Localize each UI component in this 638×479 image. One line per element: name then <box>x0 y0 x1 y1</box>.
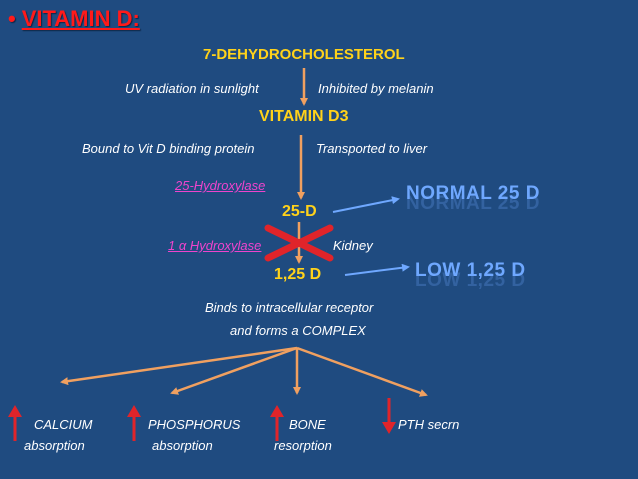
effect-calcium-label: CALCIUM <box>34 417 93 432</box>
node-vitamin-d3: VITAMIN D3 <box>259 108 349 125</box>
arrow-to-phosphorus <box>170 346 298 395</box>
label-bound-binding-protein: Bound to Vit D binding protein <box>82 141 255 156</box>
arrow-to-normal <box>332 196 400 213</box>
effect-calcium-sub: absorption <box>24 438 85 453</box>
blocked-cross-icon <box>264 224 334 262</box>
label-uv-radiation: UV radiation in sunlight <box>125 81 259 96</box>
callout-normal-25-d: NORMAL 25 D <box>406 183 540 204</box>
title-text: VITAMIN D: <box>21 6 140 31</box>
label-forms-complex: and forms a COMPLEX <box>230 323 366 338</box>
pth-down-arrow-icon <box>382 398 396 434</box>
bone-up-arrow-icon <box>270 405 284 441</box>
title-bullet: • <box>8 6 16 31</box>
enzyme-25-hydroxylase: 25-Hydroxylase <box>175 178 266 193</box>
effect-bone-sub: resorption <box>274 438 332 453</box>
arrow-to-pth <box>296 346 428 397</box>
label-inhibited-melanin: Inhibited by melanin <box>318 81 434 96</box>
effect-phosphorus-label: PHOSPHORUS <box>148 417 241 432</box>
node-25-d: 25-D <box>282 203 317 220</box>
arrow-to-calcium <box>60 346 298 386</box>
enzyme-1-alpha-hydroxylase: 1 α Hydroxylase <box>168 238 262 253</box>
callout-low-1-25-d: LOW 1,25 D <box>415 260 526 281</box>
calcium-up-arrow-icon <box>8 405 22 441</box>
effect-pth-label: PTH secrn <box>398 417 460 432</box>
label-transported-liver: Transported to liver <box>316 141 428 156</box>
phosphorus-up-arrow-icon <box>127 405 141 441</box>
node-7-dehydrocholesterol: 7-DEHYDROCHOLESTEROL <box>203 46 405 63</box>
label-binds-receptor: Binds to intracellular receptor <box>205 300 374 315</box>
node-1-25-d: 1,25 D <box>274 266 322 283</box>
label-kidney: Kidney <box>333 238 373 253</box>
arrow-to-low <box>344 263 410 276</box>
effect-bone-label: BONE <box>289 417 326 432</box>
slide-title: •VITAMIN D: <box>8 6 140 32</box>
effect-phosphorus-sub: absorption <box>152 438 213 453</box>
